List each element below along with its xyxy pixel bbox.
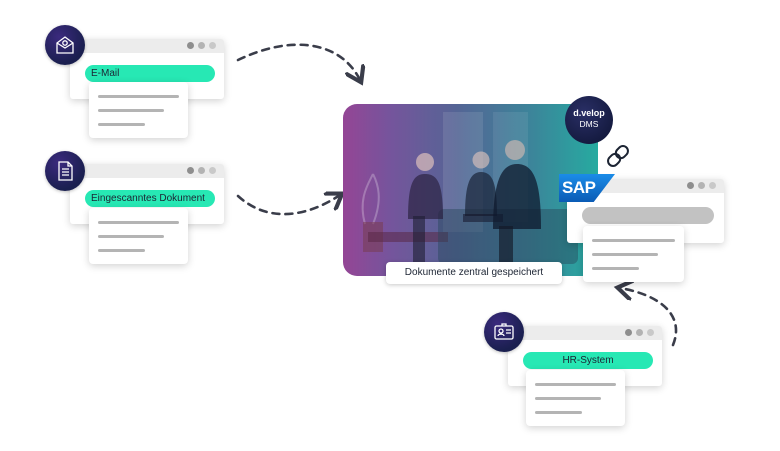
sap-search-field (582, 207, 714, 224)
text-line (98, 95, 179, 98)
window-dot (698, 182, 705, 189)
text-line (98, 235, 164, 238)
dms-badge: d.velop DMS (565, 96, 613, 144)
window-dot (209, 42, 216, 49)
text-line (98, 123, 145, 126)
window-dot (187, 42, 194, 49)
window-dot (187, 167, 194, 174)
text-line (98, 221, 179, 224)
hr-document-card (526, 370, 625, 426)
id-card-icon (484, 312, 524, 352)
window-titlebar (70, 164, 224, 178)
text-line (592, 267, 639, 270)
document-icon (45, 151, 85, 191)
office-photo (343, 104, 598, 276)
sap-document-card (583, 226, 684, 282)
text-line (98, 109, 164, 112)
window-dot (209, 167, 216, 174)
text-line (535, 383, 616, 386)
window-dot (647, 329, 654, 336)
window-dot (198, 167, 205, 174)
email-label: E-Mail (85, 65, 215, 82)
text-line (98, 249, 145, 252)
text-line (592, 253, 658, 256)
text-line (535, 411, 582, 414)
window-titlebar (70, 39, 224, 53)
scan-label: Eingescanntes Dokument (85, 190, 215, 207)
window-titlebar (508, 326, 662, 340)
window-dot (687, 182, 694, 189)
window-dot (198, 42, 205, 49)
dms-product: DMS (579, 119, 599, 129)
window-dot (636, 329, 643, 336)
email-icon (45, 25, 85, 65)
email-document-card (89, 82, 188, 138)
arrow-email-to-dms (236, 43, 360, 80)
dms-brand: d.velop (573, 108, 605, 118)
hr-label: HR-System (523, 352, 653, 369)
scan-document-card (89, 208, 188, 264)
storage-caption: Dokumente zentral gespeichert (386, 262, 562, 284)
text-line (535, 397, 601, 400)
arrow-scan-to-dms (236, 195, 340, 216)
window-dot (625, 329, 632, 336)
window-dot (709, 182, 716, 189)
text-line (592, 239, 675, 242)
arrow-hr-to-sap (620, 288, 678, 347)
